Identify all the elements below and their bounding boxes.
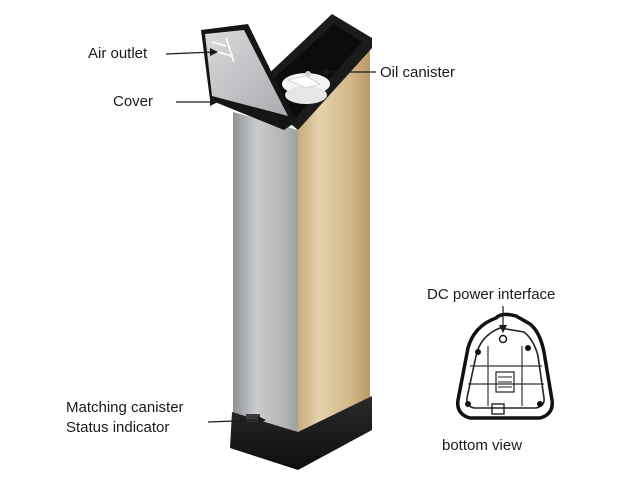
- pointer-air-outlet: [165, 51, 215, 55]
- bottom-view-drawing: [456, 312, 554, 420]
- body-silver-face: [233, 112, 298, 438]
- label-cover: Cover: [113, 93, 154, 110]
- bottom-base: [230, 396, 372, 470]
- cover: [201, 24, 296, 130]
- dc-port: [498, 334, 508, 344]
- status-indicator-slot: [246, 414, 260, 422]
- air-outlet-slits: [211, 37, 235, 63]
- label-oil-canister: Oil canister: [380, 64, 456, 81]
- label-air-outlet: Air outlet: [88, 45, 148, 62]
- label-bottom-view: bottom view: [442, 437, 523, 454]
- body-gold-face: [298, 40, 370, 438]
- label-status-indicator: Status indicator: [66, 419, 170, 436]
- oil-canister: [282, 71, 330, 104]
- label-matching-canister: Matching canister: [66, 399, 184, 416]
- label-dc-power-interface: DC power interface: [427, 286, 556, 303]
- pointer-status-indicator: [207, 419, 263, 423]
